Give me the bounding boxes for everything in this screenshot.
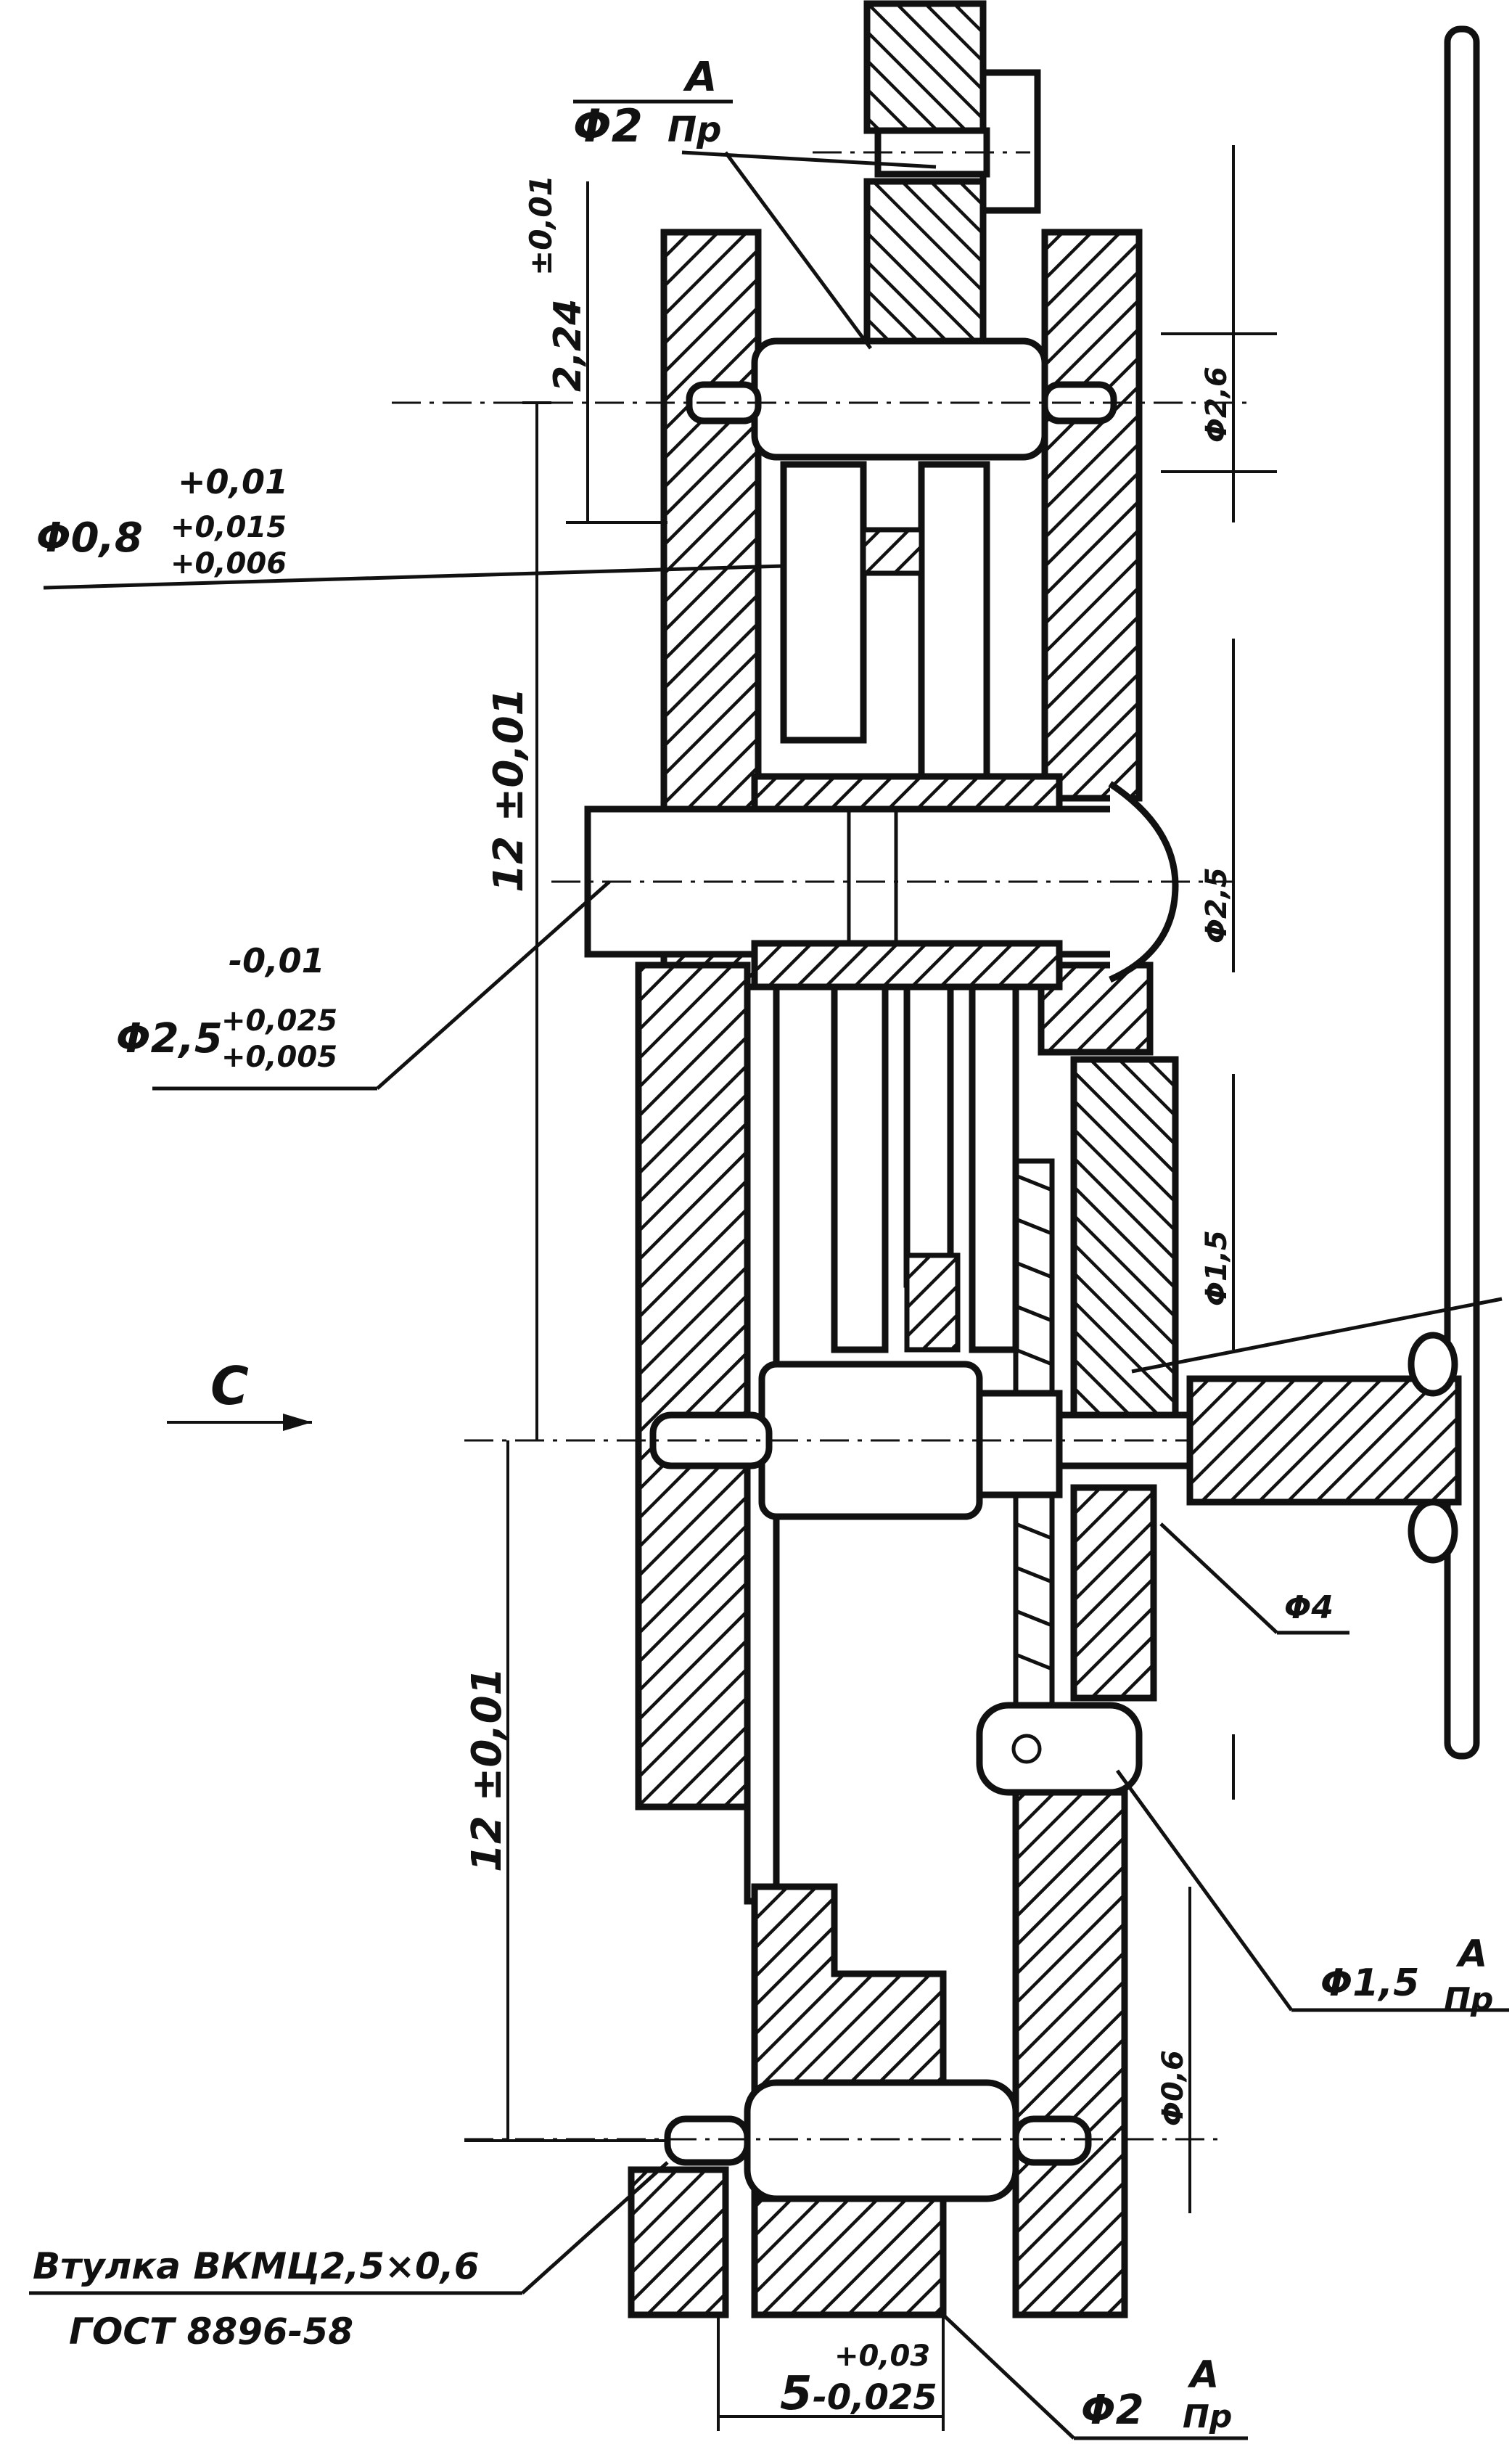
inner-columns [744, 983, 1019, 1905]
label-fit-A-top: A [683, 54, 717, 101]
label-section-C: C [210, 1356, 249, 1416]
central-shaft [464, 1361, 1466, 1520]
label-phi25: Φ2,5 [116, 1015, 223, 1062]
label-fit-Pr-top: Пр [667, 110, 722, 150]
label-tol-minus0025: -0,025 [813, 2377, 937, 2418]
leader-lines [29, 99, 1509, 2440]
label-phi2-bottom: Φ2 [1081, 2387, 1144, 2434]
label-dim-12-bottom: 12 ±0,01 [464, 1667, 511, 1872]
label-fit-A-bottom: A [1187, 2353, 1219, 2397]
label-fit-Pr-bottom: Пр [1183, 2398, 1232, 2435]
label-bushing-spec: Втулка ВКМЦ2,5×0,6 [33, 2245, 480, 2287]
label-side-dim-lower: Φ1,5 [1200, 1230, 1233, 1306]
label-tol-001-vertical: ±0,01 [523, 175, 559, 276]
lower-block [464, 1883, 1219, 2318]
upper-shaft [392, 337, 1248, 787]
label-fit-Pr-mid: Пр [1444, 1981, 1493, 2018]
middle-shaft [551, 773, 1233, 991]
label-phi2-top: Φ2 [573, 99, 643, 152]
label-side-dim-top: Φ2,6 [1200, 366, 1233, 443]
label-dim-12-top: 12 ±0,01 [485, 687, 533, 893]
label-tol-0015: +0,015 [170, 511, 287, 544]
label-side-dim-bottom: Φ0,6 [1156, 2050, 1190, 2126]
label-tol-0025: +0,025 [221, 1004, 337, 1038]
top-gear [813, 0, 1041, 352]
dimension-lines [167, 145, 1277, 2431]
label-phi08: Φ0,8 [36, 514, 143, 562]
label-tol-minus001: -0,01 [229, 941, 325, 980]
label-dim-5: 5 [780, 2367, 813, 2421]
label-gost: ГОСТ 8896-58 [69, 2310, 353, 2353]
label-side-dim-mid: Φ2,5 [1200, 867, 1233, 943]
label-tol-003: +0,03 [834, 2340, 930, 2373]
label-tol-plus001: +0,01 [178, 462, 288, 501]
labels: Φ2 A Пр ±0,01 2,24 +0,01 Φ0,8 +0,015 +0,… [33, 54, 1493, 2435]
label-fit-A-mid: A [1455, 1932, 1487, 1976]
label-tol-0005: +0,005 [221, 1041, 337, 1074]
label-phi4: Φ4 [1284, 1589, 1334, 1626]
left-plate [628, 229, 762, 2318]
label-dim-224: 2,24 [546, 299, 590, 392]
handle-lever [1186, 25, 1480, 1760]
lower-pin [976, 1702, 1143, 1796]
label-phi15: Φ1,5 [1320, 1961, 1419, 2005]
label-tol-0006: +0,006 [170, 547, 287, 581]
